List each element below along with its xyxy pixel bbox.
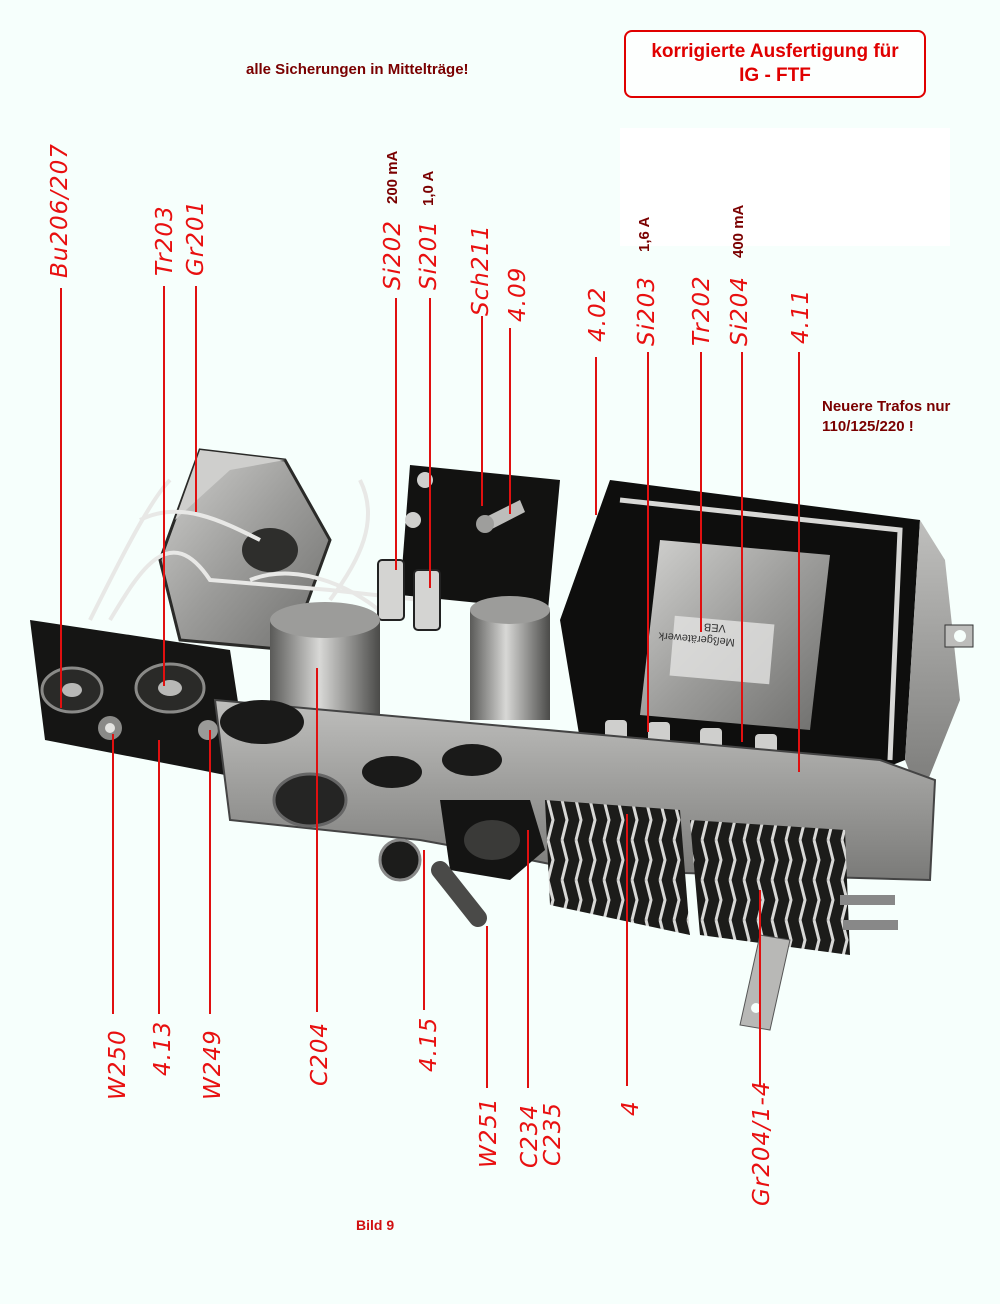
leader-w250: [112, 734, 114, 1014]
label-gr201: Gr201: [183, 199, 209, 276]
leader-4-02: [595, 357, 597, 515]
leader-si201: [429, 298, 431, 588]
correction-notice-box: korrigierte Ausfertigung für IG - FTF: [624, 30, 926, 98]
rating-si204: 400 mA: [730, 204, 747, 258]
label-w249: W249: [200, 1029, 226, 1100]
label-tr202: Tr202: [689, 275, 715, 346]
label-w250: W250: [105, 1029, 131, 1100]
leader-si203: [647, 352, 649, 732]
label-si203: Si203: [634, 276, 660, 346]
leader-bu206-207: [60, 288, 62, 708]
leader-4-11: [798, 352, 800, 772]
rating-si203: 1,6 A: [636, 216, 653, 252]
socket-c234: [378, 800, 545, 927]
label-c204: C204: [307, 1022, 333, 1086]
transformer-tr203: [158, 448, 332, 652]
transformer-note-line2: 110/125/220 !: [822, 418, 914, 435]
leader-si204: [741, 352, 743, 742]
rating-si202: 200 mA: [384, 150, 401, 204]
label-c235: C235: [540, 1102, 566, 1166]
label-bu206-207: Bu206/207: [47, 143, 73, 278]
leader-c204: [316, 668, 318, 1012]
figure-caption: Bild 9: [356, 1217, 395, 1233]
capacitor-can-2: [470, 596, 550, 720]
leader-gr201: [195, 286, 197, 512]
transformer-note-line1: Neuere Trafos nur: [822, 398, 951, 415]
label-sch211: Sch211: [468, 224, 494, 316]
transformer-note: Neuere Trafos nur 110/125/220 !: [822, 397, 950, 437]
leader-w251: [486, 926, 488, 1088]
label-4-02: 4.02: [585, 286, 611, 342]
svg-text:VEB: VEB: [703, 620, 726, 634]
label-gr204-1-4: Gr204/1-4: [749, 1080, 775, 1207]
label-4-13: 4.13: [150, 1020, 176, 1076]
label-si204: Si204: [727, 276, 753, 346]
label-w251: W251: [476, 1097, 502, 1168]
label-4-09: 4.09: [505, 266, 531, 322]
leader-4-15: [423, 850, 425, 1010]
top-note: alle Sicherungen in Mittelträge!: [246, 61, 469, 78]
fuse-holders: [377, 559, 441, 631]
correction-notice-line2: IG - FTF: [739, 65, 811, 86]
leader-4-09: [509, 328, 511, 514]
correction-notice-line1: korrigierte Ausfertigung für: [651, 41, 899, 62]
rating-si201: 1,0 A: [420, 170, 437, 206]
label-4-11: 4.11: [788, 288, 814, 344]
leader-4-13: [158, 740, 160, 1014]
transformer-tr202-enclosure: Meßgerätewerk VEB: [560, 480, 974, 800]
leader-gr204: [759, 890, 761, 1086]
label-4-15: 4.15: [416, 1016, 442, 1072]
leader-sch211: [481, 316, 483, 506]
leader-tr203: [163, 286, 165, 686]
label-4: 4: [618, 1100, 644, 1116]
leader-si202: [395, 298, 397, 570]
paste-over-patch: [620, 130, 950, 246]
leader-4: [626, 814, 628, 1086]
rectifier-gr204: [545, 800, 898, 1031]
leader-w249: [209, 730, 211, 1014]
label-tr203: Tr203: [152, 205, 178, 276]
label-si201: Si201: [416, 220, 442, 290]
terminal-panel: [30, 620, 250, 780]
leader-tr202: [700, 352, 702, 632]
leader-c234-c235: [527, 830, 529, 1088]
label-si202: Si202: [380, 220, 406, 290]
